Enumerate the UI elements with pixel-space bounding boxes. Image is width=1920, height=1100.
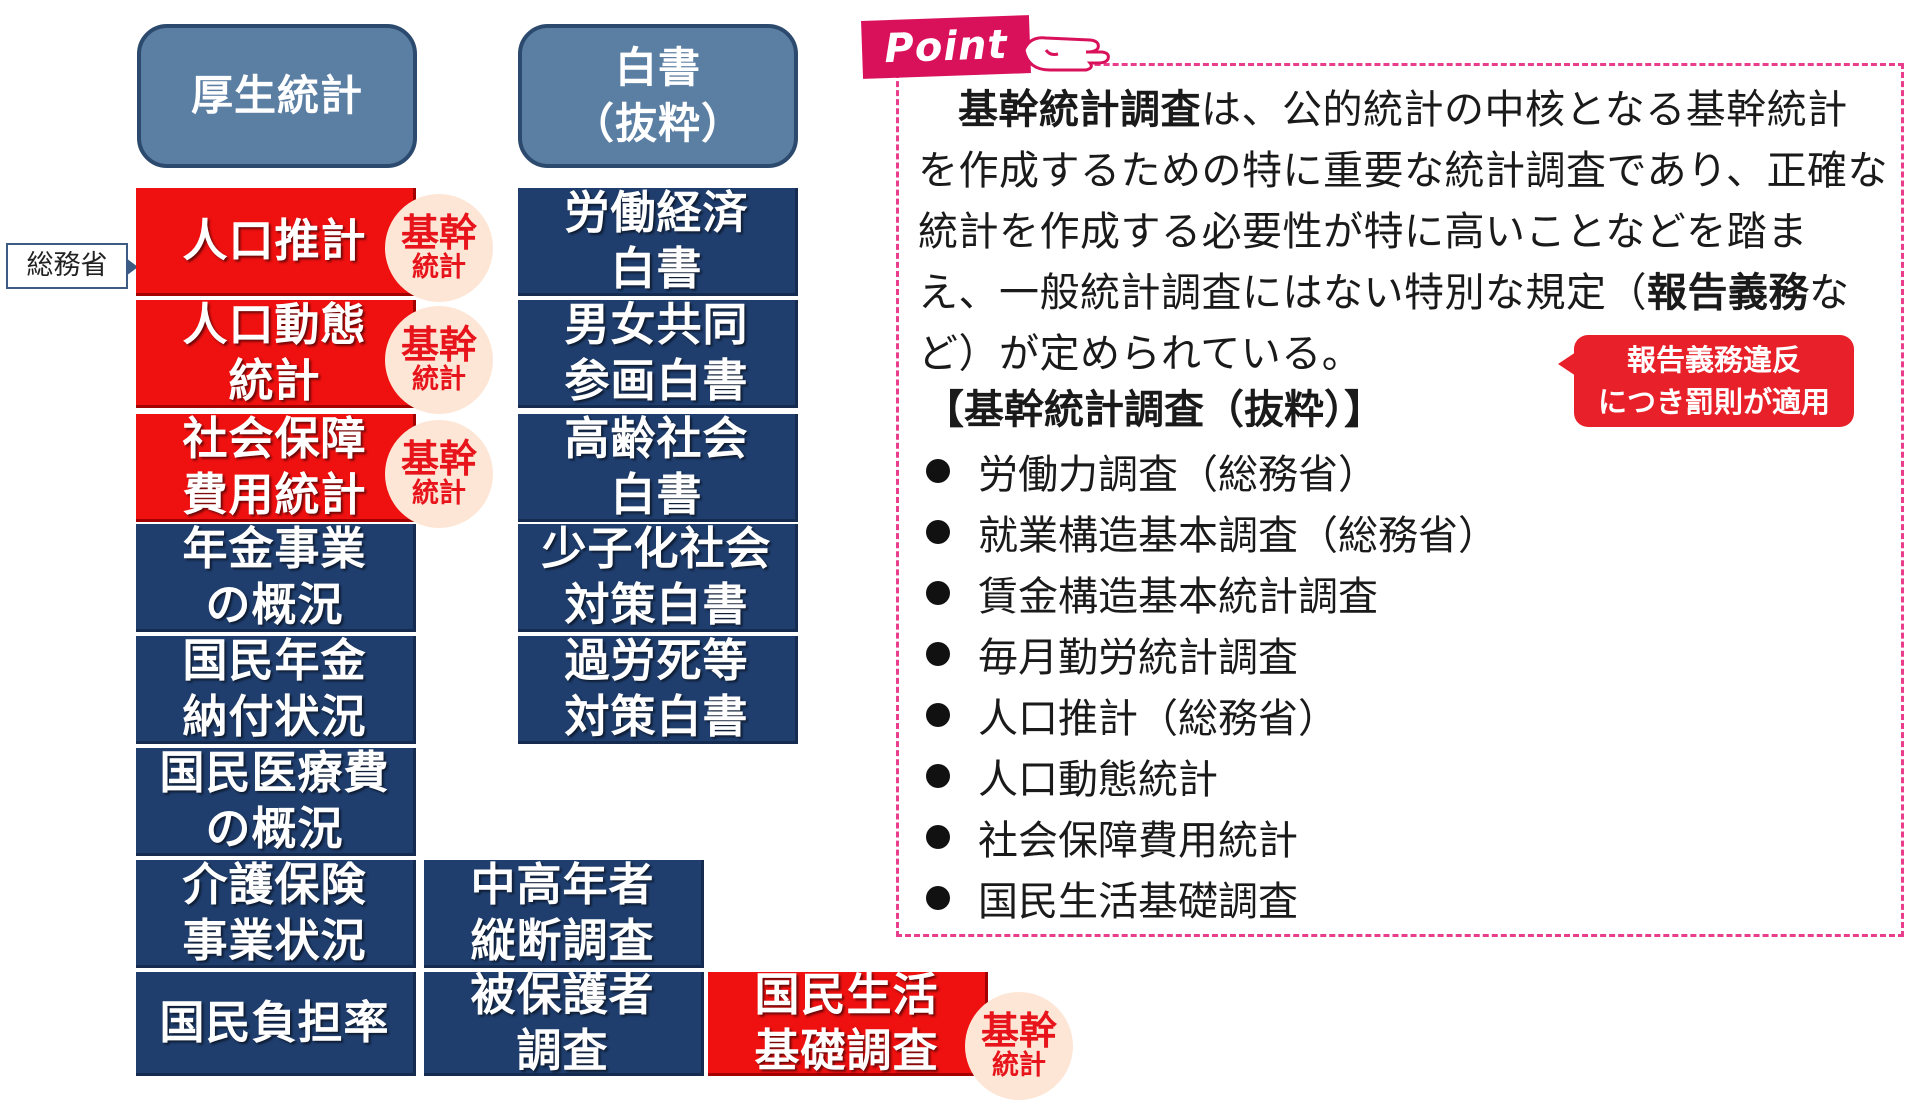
list-item-text: 毎月勤労統計調査: [978, 634, 1298, 681]
core-statistic-badge: 基幹統計: [385, 306, 493, 414]
penalty-warning-text: 報告義務違反 につき罰則が適用: [1597, 343, 1830, 419]
point-intro-text: 基幹統計調査は、公的統計の中核となる基幹統計を作成するための特に重要な統計調査で…: [918, 80, 1888, 385]
list-item: 毎月勤労統計調査: [922, 623, 1498, 684]
list-item: 労働力調査（総務省）: [922, 440, 1498, 501]
statistic-box: 国民生活 基礎調査: [708, 968, 988, 1077]
list-item: 人口推計（総務省）: [922, 684, 1498, 745]
badge-line-2: 統計: [412, 364, 466, 395]
statistic-label: 国民医療費 の概況: [159, 745, 390, 855]
badge-line-2: 統計: [992, 1050, 1046, 1081]
header-welfare-label: 厚生統計: [190, 71, 363, 120]
header-welfare-statistics: 厚生統計: [137, 24, 417, 168]
header-white-papers: 白書 （抜粋）: [518, 24, 798, 168]
statistic-label: 人口推計: [182, 213, 367, 267]
statistic-label: 男女共同 参画白書: [564, 297, 749, 407]
statistic-box: 国民医療費 の概況: [136, 745, 416, 856]
badge-line-1: 基幹: [400, 211, 477, 255]
statistic-label: 被保護者 調査: [470, 967, 655, 1077]
bullet-icon: [926, 885, 950, 910]
statistic-label: 介護保険 事業状況: [182, 857, 367, 967]
badge-line-1: 基幹: [980, 1009, 1057, 1053]
list-item: 社会保障費用統計: [922, 806, 1498, 867]
statistic-label: 中高年者 縦断調査: [470, 857, 655, 967]
list-item: 賃金構造基本統計調査: [922, 562, 1498, 623]
ministry-callout: 総務省: [6, 243, 128, 289]
list-item-text: 賃金構造基本統計調査: [978, 573, 1378, 620]
badge-line-1: 基幹: [400, 437, 477, 481]
core-statistic-badge: 基幹統計: [385, 194, 493, 302]
list-item-text: 労働力調査（総務省）: [978, 451, 1378, 498]
intro-emphasis: 基幹統計調査: [958, 87, 1201, 133]
statistic-box: 人口動態 統計: [136, 297, 416, 408]
statistic-label: 年金事業 の概況: [182, 521, 367, 631]
bullet-icon: [926, 458, 950, 483]
bullet-icon: [926, 519, 950, 544]
statistic-box: 労働経済 白書: [518, 185, 798, 296]
statistic-box: 社会保障 費用統計: [136, 411, 416, 522]
statistic-box: 介護保険 事業状況: [136, 857, 416, 968]
badge-line-2: 統計: [412, 478, 466, 509]
intro-text-run: は、公的統計の中核となる基幹統計を作成するための特に重要な統計調査であり、正確な…: [918, 87, 1888, 316]
bullet-icon: [926, 824, 950, 849]
core-survey-list: 労働力調査（総務省） 就業構造基本調査（総務省） 賃金構造基本統計調査毎月勤労統計調…: [922, 440, 1498, 928]
statistic-label: 国民負担率: [159, 995, 390, 1049]
statistic-box: 高齢社会 白書: [518, 411, 798, 522]
statistic-box: 年金事業 の概況: [136, 521, 416, 632]
statistic-box: 国民年金 納付状況: [136, 633, 416, 744]
bullet-icon: [926, 641, 950, 666]
list-item: 就業構造基本調査（総務省）: [922, 501, 1498, 562]
header-white-papers-label: 白書 （抜粋）: [571, 43, 744, 148]
intro-emphasis: 報告義務: [1647, 270, 1809, 316]
statistic-box: 人口推計: [136, 188, 416, 296]
list-item-text: 人口推計（総務省）: [978, 695, 1338, 742]
statistic-box: 過労死等 対策白書: [518, 633, 798, 744]
warning-bubble-pointer: [1558, 352, 1576, 376]
pointing-hand-icon: [1022, 36, 1110, 72]
list-item: 人口動態統計: [922, 745, 1498, 806]
statistic-label: 国民生活 基礎調査: [754, 967, 939, 1077]
list-item: 国民生活基礎調査: [922, 867, 1498, 928]
intro-text-run: など）が定められている。: [918, 270, 1850, 377]
statistic-label: 労働経済 白書: [564, 185, 749, 295]
bullet-icon: [926, 763, 950, 788]
bullet-icon: [926, 702, 950, 727]
statistic-label: 国民年金 納付状況: [182, 633, 367, 743]
core-survey-list-title: 【基幹統計調査（抜粋）】: [924, 387, 1384, 433]
badge-line-2: 統計: [412, 252, 466, 283]
list-item-text: 国民生活基礎調査: [978, 878, 1298, 925]
statistic-box: 少子化社会 対策白書: [518, 521, 798, 632]
core-statistic-badge: 基幹統計: [965, 992, 1073, 1100]
list-item-text: 社会保障費用統計: [978, 817, 1298, 864]
statistic-label: 過労死等 対策白書: [564, 633, 749, 743]
point-panel: [896, 63, 1904, 937]
statistic-label: 社会保障 費用統計: [182, 411, 367, 521]
statistic-box: 被保護者 調査: [424, 968, 704, 1077]
bullet-icon: [926, 580, 950, 605]
statistic-box: 国民負担率: [136, 972, 416, 1076]
penalty-warning-badge: 報告義務違反 につき罰則が適用: [1574, 335, 1854, 427]
ministry-callout-pointer: [126, 258, 138, 276]
statistic-box: 男女共同 参画白書: [518, 297, 798, 408]
statistic-label: 少子化社会 対策白書: [541, 521, 772, 631]
statistic-label: 人口動態 統計: [182, 297, 367, 407]
list-item-text: 人口動態統計: [978, 756, 1218, 803]
statistic-label: 高齢社会 白書: [564, 411, 749, 521]
badge-line-1: 基幹: [400, 323, 477, 367]
statistic-box: 中高年者 縦断調査: [424, 857, 704, 968]
list-item-text: 就業構造基本調査（総務省）: [978, 512, 1498, 559]
point-tag: Point: [861, 15, 1031, 79]
core-statistic-badge: 基幹統計: [385, 420, 493, 528]
